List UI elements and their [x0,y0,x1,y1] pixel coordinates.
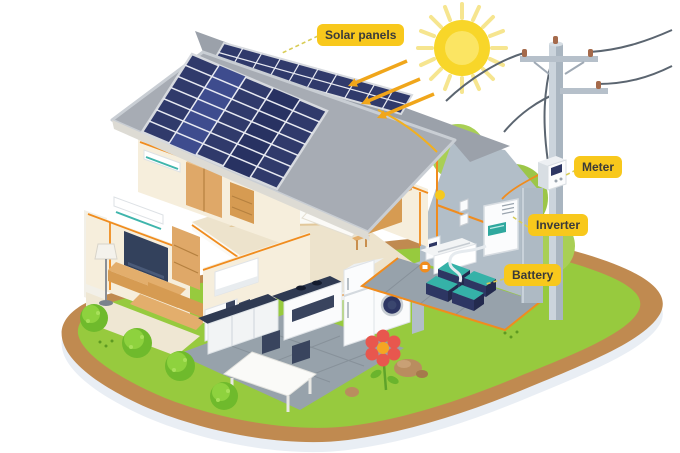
utility-pole [445,29,673,320]
meter-display [551,164,562,176]
bush-icon [165,351,195,381]
shelf-unit [230,182,254,224]
power-wires [445,29,673,163]
upstairs-left-room [138,138,300,250]
sun-icon [416,2,508,94]
house [84,31,543,412]
floor [86,292,200,356]
living-room [86,196,214,356]
range-hood [214,257,259,297]
wall-outlet [459,198,469,213]
crossarm [560,88,608,94]
floor-lamp [94,243,118,306]
label-battery: Battery [504,264,562,286]
label-solar-panels: Solar panels [317,24,405,46]
sofa [130,282,214,330]
air-conditioner [143,149,181,173]
tv [124,231,168,282]
flower-icon [365,329,401,391]
grass-tufts [98,330,519,348]
chair [262,330,280,354]
dining-table [222,330,318,412]
bush-icon [210,382,238,410]
roof [110,31,510,241]
wall-outlet [459,212,469,227]
light-node [435,190,445,200]
electric-meter [538,156,567,191]
solar-array-near [140,52,329,191]
insulators [522,36,601,89]
rocks [345,359,428,397]
stove-oven [272,276,343,341]
label-inverter: Inverter [528,214,589,236]
chair [292,340,310,364]
floor-wire [359,257,541,332]
air-conditioner [113,196,164,230]
front-garden [80,304,428,410]
crossarm [520,56,598,62]
kitchen-counter [198,294,279,355]
eave-fascia [112,120,370,241]
bush-icon [122,328,152,358]
battery-unit [452,285,484,311]
shelf-unit [172,226,200,290]
inverter-box [483,198,519,257]
bush-icon [80,304,108,332]
sunlight-arrow-icon [348,59,435,119]
label-meter: Meter [574,156,623,178]
inverter-cable [448,244,487,283]
annotations [279,35,577,285]
energy-equipment [359,173,543,332]
